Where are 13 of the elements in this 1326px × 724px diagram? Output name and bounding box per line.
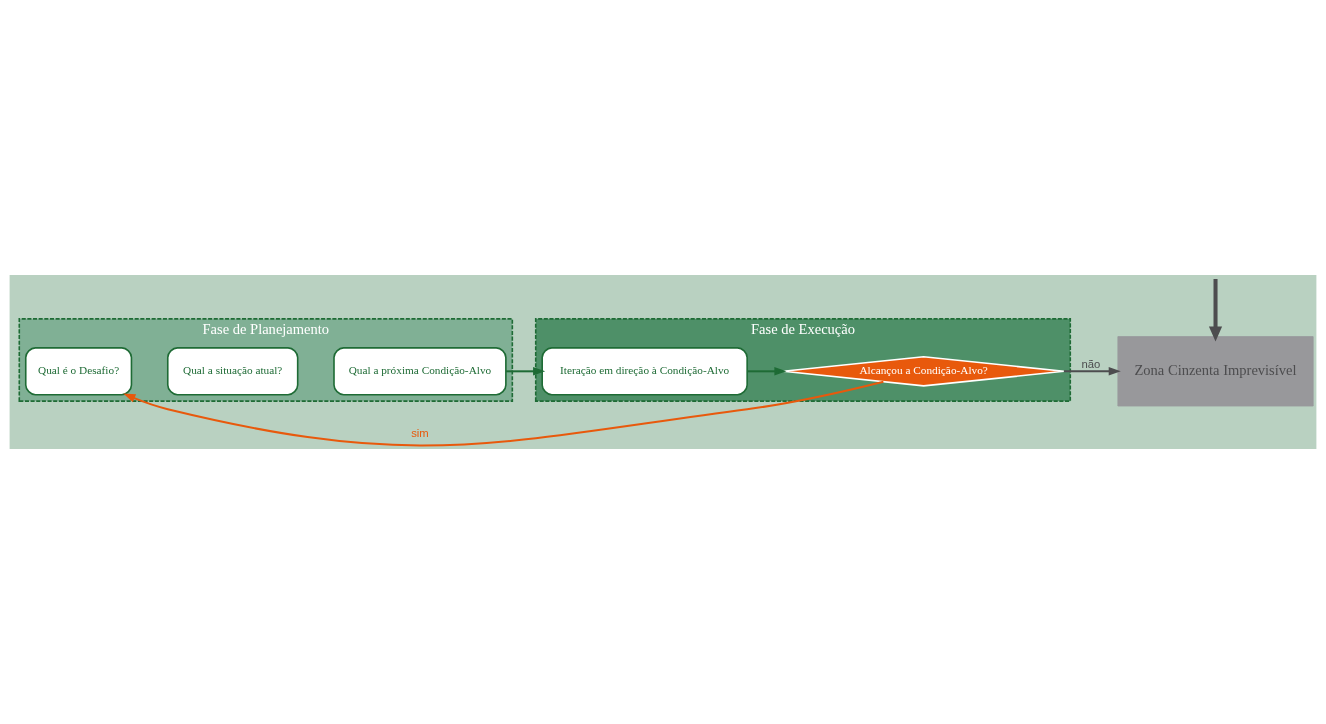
- arrow: [747, 367, 787, 376]
- arrow: [506, 367, 546, 376]
- arrow: [1208, 278, 1223, 342]
- node-box: Qual é o Desafio?: [24, 347, 133, 396]
- arrow: [123, 380, 884, 447]
- arrow: [1063, 367, 1121, 376]
- edge-label: sim: [411, 426, 429, 439]
- node-box: Zona Cinzenta Imprevisível: [1117, 336, 1314, 407]
- node-box: Qual a próxima Condição-Alvo: [333, 347, 507, 396]
- edge-label: não: [1081, 358, 1101, 371]
- node-box: Qual a situação atual?: [166, 347, 299, 396]
- node-box: Iteração em direção à Condição-Alvo: [541, 347, 748, 396]
- node-diamond: Alcançou a Condição-Alvo?: [782, 356, 1065, 387]
